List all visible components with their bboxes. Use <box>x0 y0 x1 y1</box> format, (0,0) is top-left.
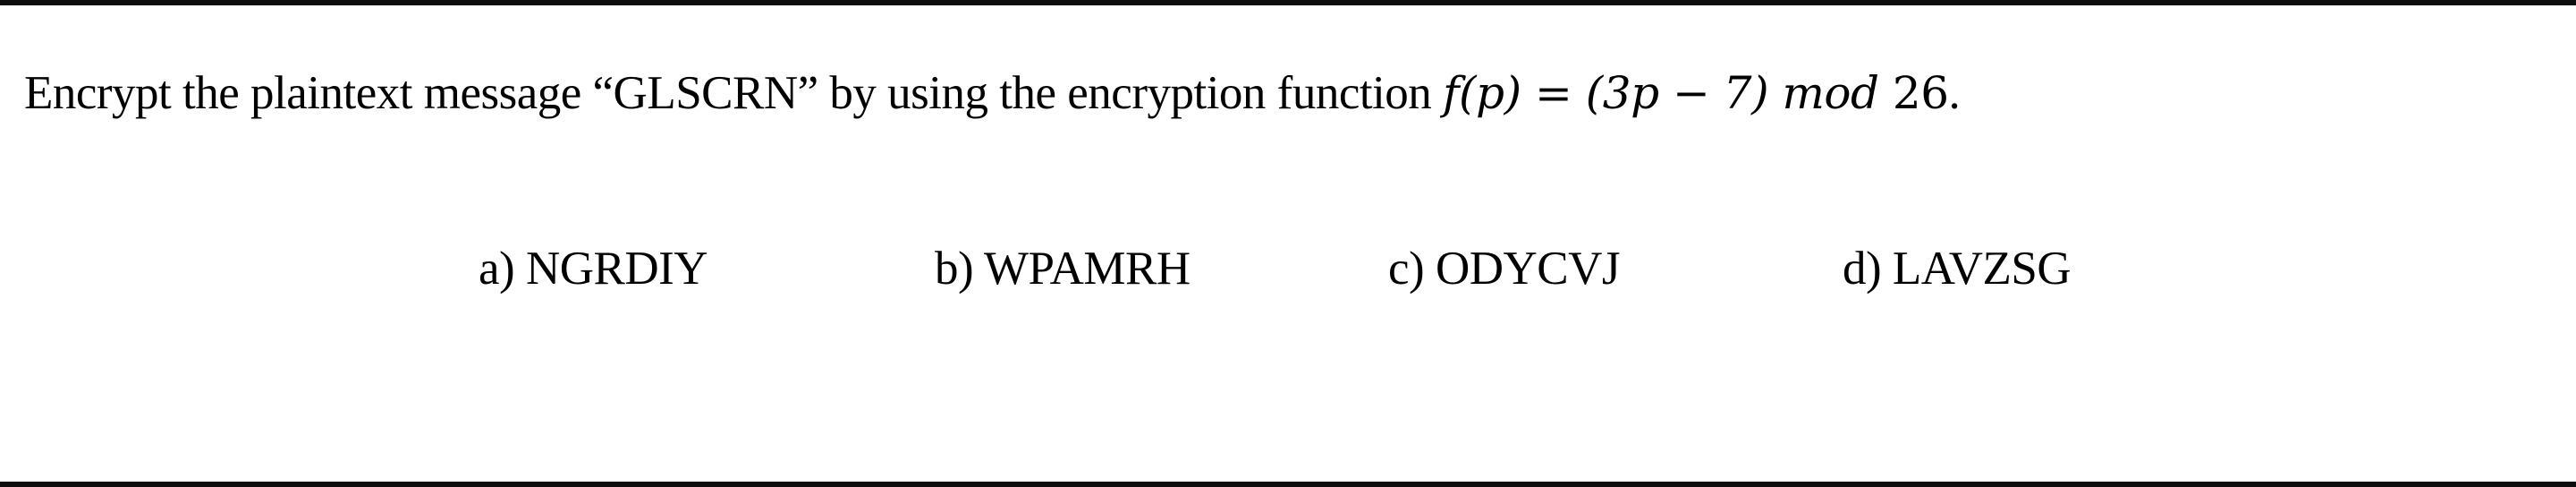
option-c-value: ODYCVJ <box>1435 243 1621 295</box>
formula-rhs: (3p − 7) <box>1585 67 1783 119</box>
top-rule <box>0 0 2576 5</box>
option-d[interactable]: d) LAVZSG <box>1843 240 2072 297</box>
option-b-value: WPAMRH <box>983 243 1191 295</box>
option-d-value: LAVZSG <box>1892 243 2072 295</box>
option-a-label: a) <box>479 243 515 295</box>
encryption-formula: f(p) = (3p − 7) mod 26 <box>1443 67 1949 119</box>
formula-mod: mod <box>1782 67 1879 119</box>
option-a[interactable]: a) NGRDIY <box>479 240 708 297</box>
option-c-label: c) <box>1388 243 1425 295</box>
formula-modulus: 26 <box>1878 67 1949 119</box>
option-d-label: d) <box>1843 243 1882 295</box>
formula-lhs: f(p) <box>1443 67 1521 119</box>
option-a-value: NGRDIY <box>525 243 708 295</box>
formula-equals: = <box>1521 67 1586 119</box>
bottom-rule <box>0 482 2576 487</box>
question-prefix: Encrypt the plaintext message “GLSCRN” b… <box>24 67 1444 119</box>
question-text: Encrypt the plaintext message “GLSCRN” b… <box>24 64 1961 122</box>
option-c[interactable]: c) ODYCVJ <box>1388 240 1621 297</box>
answer-options: a) NGRDIY b) WPAMRH c) ODYCVJ d) LAVZSG <box>0 240 2576 297</box>
option-b[interactable]: b) WPAMRH <box>935 240 1191 297</box>
question-suffix: . <box>1948 67 1961 119</box>
option-b-label: b) <box>935 243 974 295</box>
